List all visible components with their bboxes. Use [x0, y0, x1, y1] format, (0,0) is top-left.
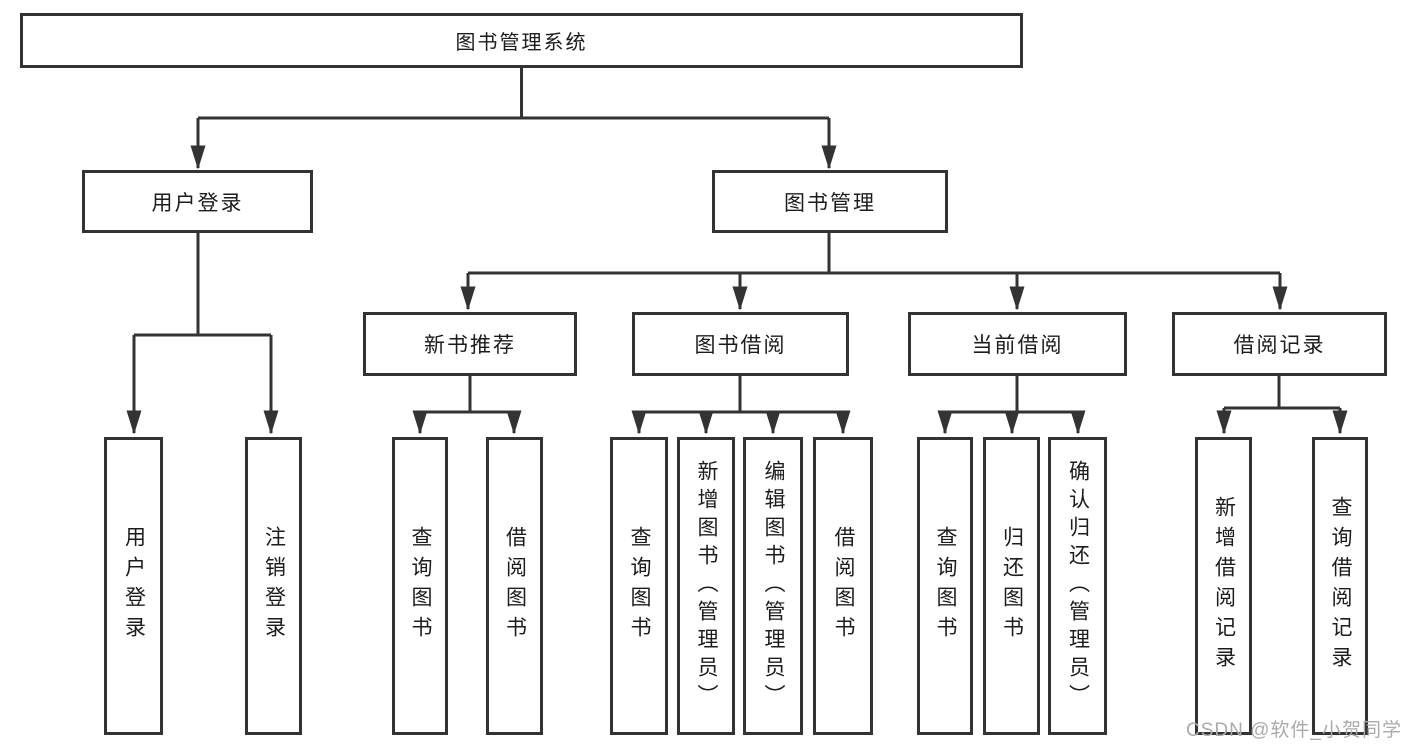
- node-new-book-recommend: 新书推荐: [363, 312, 577, 376]
- node-borrow-records: 借阅记录: [1172, 312, 1387, 376]
- node-current-borrow: 当前借阅: [908, 312, 1127, 376]
- node-user-login: 用户登录: [82, 170, 313, 233]
- leaf-logout: 注销登录: [245, 437, 302, 735]
- csdn-watermark: CSDN @软件_小贺同学: [1186, 720, 1402, 741]
- connector-userlogin-branch: [134, 233, 271, 337]
- connector-root-branch: [198, 68, 829, 120]
- leaf-query-borrow-record: 查询借阅记录: [1312, 437, 1368, 735]
- leaf-confirm-return-admin: 确认归还（管理员）: [1048, 437, 1107, 735]
- connector-newbook-branch: [420, 376, 514, 414]
- connector-bookmgmt-branch: [468, 233, 1280, 275]
- leaf-borrow-books: 借阅图书: [813, 437, 873, 735]
- connector-records-branch: [1224, 376, 1340, 410]
- leaf-query-books-recommend: 查询图书: [392, 437, 448, 735]
- node-library-system: 图书管理系统: [20, 13, 1023, 68]
- leaf-edit-book-admin: 编辑图书（管理员）: [743, 437, 803, 735]
- connector-currentborrow-branch: [945, 376, 1078, 414]
- connector-bookborrow-branch: [639, 376, 843, 414]
- leaf-query-books-borrow: 查询图书: [610, 437, 668, 735]
- leaf-add-borrow-record: 新增借阅记录: [1195, 437, 1252, 735]
- leaf-add-book-admin: 新增图书（管理员）: [677, 437, 735, 735]
- node-book-management: 图书管理: [712, 170, 948, 233]
- leaf-return-book: 归还图书: [983, 437, 1040, 735]
- leaf-query-books-current: 查询图书: [917, 437, 973, 735]
- node-book-borrow: 图书借阅: [632, 312, 849, 376]
- leaf-borrow-books-recommend: 借阅图书: [486, 437, 543, 735]
- leaf-user-login: 用户登录: [104, 437, 163, 735]
